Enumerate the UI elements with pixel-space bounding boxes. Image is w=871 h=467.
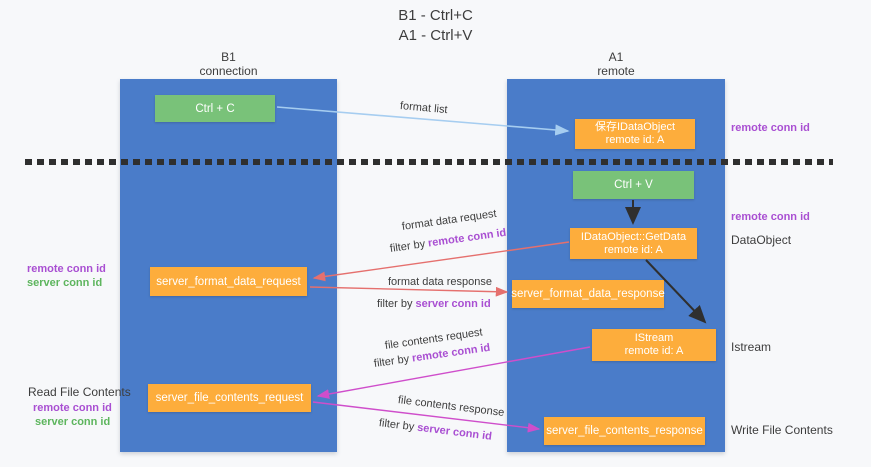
server-conn-id-text: server conn id: [416, 421, 493, 443]
left-server-conn-id-mid: server conn id: [27, 277, 103, 289]
file-contents-response-arrow-label: file contents response: [397, 394, 505, 419]
right-dataobject-label: DataObject: [731, 233, 792, 247]
istream-line2: remote id: A: [624, 345, 684, 357]
save-idataobject-step-box: 保存IDataObject remote id: A: [575, 119, 695, 149]
title-line-1: B1 - Ctrl+C: [398, 7, 473, 24]
left-remote-conn-id-mid: remote conn id: [27, 263, 106, 275]
left-server-conn-id-bottom: server conn id: [35, 416, 111, 428]
ctrl-v-step-box: Ctrl + V: [573, 171, 694, 199]
save-idataobject-line1: 保存IDataObject: [594, 121, 676, 133]
left-column-header: B1 connection: [120, 50, 337, 78]
istream-step-box: IStream remote id: A: [592, 329, 716, 361]
right-istream-label: Istream: [731, 340, 772, 354]
server-file-contents-response-label: server_file_contents_response: [546, 425, 703, 437]
copy-paste-separator-dashed-line: [25, 159, 833, 165]
format-list-arrow-label: format list: [399, 100, 449, 117]
right-write-file-contents-label: Write File Contents: [731, 423, 833, 437]
server-file-contents-request-box: server_file_contents_request: [148, 384, 311, 412]
server-format-data-response-label: server_format_data_response: [511, 288, 665, 300]
title-line-2: A1 - Ctrl+V: [398, 27, 473, 44]
filter-by-text: filter by: [373, 353, 410, 370]
right-remote-conn-id-top: remote conn id: [731, 122, 810, 134]
server-format-data-response-box: server_format_data_response: [511, 280, 665, 308]
ctrl-c-label: Ctrl + C: [195, 102, 235, 115]
idataobject-getdata-line1: IDataObject::GetData: [580, 230, 687, 243]
right-remote-conn-id-mid: remote conn id: [731, 211, 810, 223]
left-remote-conn-id-bottom: remote conn id: [33, 402, 112, 414]
server-format-data-request-box: server_format_data_request: [150, 267, 307, 296]
ctrl-v-label: Ctrl + V: [614, 179, 653, 191]
left-column-name: B1: [221, 50, 236, 64]
remote-conn-id-text: remote conn id: [427, 226, 508, 250]
right-column-subtitle: remote: [597, 64, 635, 78]
format-data-response-arrow-label: format data response: [388, 276, 492, 288]
ctrl-c-step-box: Ctrl + C: [155, 95, 275, 122]
right-column-header: A1 remote: [507, 50, 725, 78]
filter-by-text: filter by: [377, 298, 413, 310]
diagram-title: B1 - Ctrl+C A1 - Ctrl+V: [0, 6, 871, 46]
idataobject-getdata-line2: remote id: A: [604, 243, 663, 256]
right-column-name: A1: [608, 50, 624, 64]
filter-by-text: filter by: [378, 417, 415, 434]
filter-by-text: filter by: [389, 238, 426, 255]
server-conn-id-text: server conn id: [415, 298, 491, 310]
left-column-subtitle: connection: [199, 64, 258, 78]
left-read-file-contents-label: Read File Contents: [28, 385, 131, 399]
server-format-data-request-label: server_format_data_request: [156, 275, 301, 288]
idataobject-getdata-step-box: IDataObject::GetData remote id: A: [570, 228, 697, 259]
save-idataobject-line2: remote id: A: [605, 134, 665, 146]
istream-line1: IStream: [634, 332, 674, 344]
server-file-contents-request-label: server_file_contents_request: [155, 392, 304, 404]
server-file-contents-response-box: server_file_contents_response: [544, 417, 705, 445]
